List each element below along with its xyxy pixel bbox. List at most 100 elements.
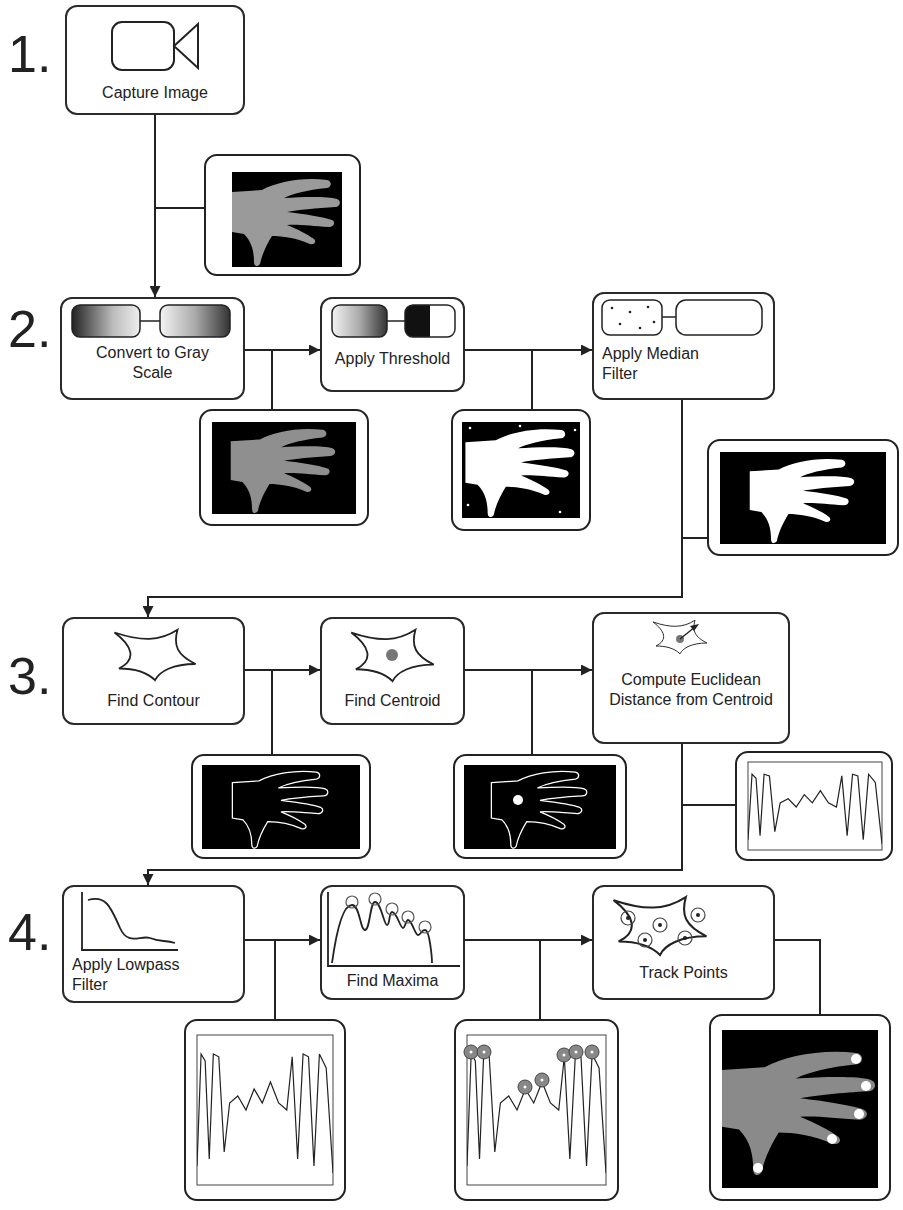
camera-icon	[174, 24, 198, 68]
thumbnail-contour	[202, 765, 360, 849]
thumbnail-maxima-plot	[575, 1051, 578, 1054]
step-label: Track Points	[594, 963, 773, 983]
centroid-icon	[351, 630, 434, 681]
thumbnail-tracked	[851, 1054, 861, 1064]
flow-arrow	[465, 939, 592, 941]
branch-line	[274, 940, 276, 1020]
contour-icon	[115, 630, 196, 680]
thumbnail-distance-plot	[736, 752, 892, 860]
flow-arrow	[148, 744, 682, 885]
grayscale-icon	[72, 305, 140, 337]
thumbnail-maxima-plot	[464, 1045, 599, 1094]
track-points-icon	[643, 938, 647, 942]
threshold-icon	[405, 305, 455, 337]
thumbnail-centroid	[454, 755, 626, 858]
threshold-icon	[387, 320, 405, 322]
thumbnail-median	[708, 440, 898, 555]
track-points-icon	[621, 908, 705, 947]
thumbnail-maxima-plot	[541, 1079, 544, 1082]
thumbnail-median	[750, 459, 854, 543]
track-points-icon	[614, 897, 707, 955]
median-filter-icon	[662, 316, 676, 318]
thumbnail-lowpass-plot	[197, 1054, 333, 1173]
step-label: Apply Median Filter	[602, 344, 727, 384]
track-points-icon	[658, 923, 662, 927]
maxima-icon	[328, 892, 460, 966]
thumbnail-grayscale	[200, 410, 368, 525]
track-points-icon	[638, 933, 652, 947]
step-number: 2.	[8, 303, 51, 355]
process-box: Apply Lowpass Filter	[62, 885, 245, 1003]
thumbnail-maxima-plot	[470, 1051, 473, 1054]
thumbnail-captured	[232, 172, 342, 267]
thumbnail-maxima-plot	[464, 1045, 478, 1059]
thumbnail-tracked	[710, 1015, 890, 1200]
thumbnail-grayscale	[212, 422, 356, 514]
centroid-icon	[351, 630, 434, 681]
thumbnail-lowpass-plot	[197, 1035, 333, 1185]
thumbnail-median	[720, 452, 886, 544]
step-label: Convert to Gray Scale	[95, 343, 210, 383]
thumbnail-threshold	[469, 427, 472, 430]
branch-line	[155, 208, 820, 1020]
process-box: Apply Threshold	[320, 297, 465, 392]
threshold-icon	[405, 305, 430, 337]
thumbnail-threshold	[519, 425, 522, 428]
process-box: Find Maxima	[320, 885, 465, 1000]
thumbnail-centroid	[513, 795, 523, 805]
thumbnail-maxima-plot	[591, 1051, 594, 1054]
branch-line	[682, 804, 736, 806]
process-box: Track Points	[592, 885, 775, 1000]
process-box: Compute Euclidean Distance from Centroid	[592, 612, 790, 744]
thumbnail-maxima-plot	[467, 1054, 606, 1173]
step-number: 3.	[8, 650, 51, 702]
thumbnail-tracked	[753, 1054, 871, 1173]
thumbnail-threshold	[574, 429, 577, 432]
process-box: Apply Median Filter	[592, 292, 775, 400]
grayscale-icon	[160, 305, 230, 337]
median-filter-icon	[647, 306, 650, 309]
thumbnail-median	[708, 440, 898, 555]
thumbnail-contour	[192, 755, 370, 858]
camera-icon	[112, 22, 174, 70]
flow-arrow	[148, 400, 682, 617]
distance-icon	[653, 620, 707, 654]
median-filter-icon	[629, 311, 632, 314]
thumbnail-maxima-plot	[455, 1020, 618, 1200]
step-label: Apply Threshold	[322, 349, 463, 369]
maxima-icon	[402, 911, 414, 923]
thumbnail-tracked	[710, 1015, 890, 1200]
track-points-icon	[614, 897, 707, 955]
track-points-icon	[678, 931, 692, 945]
branch-line	[155, 207, 205, 209]
thumbnail-centroid	[491, 771, 586, 848]
thumbnail-threshold	[465, 429, 574, 517]
maxima-icon	[346, 893, 431, 933]
thumbnail-threshold	[467, 504, 470, 507]
distance-icon	[690, 624, 699, 631]
median-filter-icon	[611, 306, 656, 330]
thumbnail-captured	[232, 179, 340, 266]
thumbnail-lowpass-plot	[185, 1020, 345, 1200]
step-number: 4.	[8, 906, 51, 958]
thumbnail-tracked	[854, 1109, 864, 1119]
process-box: Convert to Gray Scale	[60, 297, 245, 400]
thumbnail-captured	[205, 155, 360, 275]
thumbnail-threshold	[559, 511, 562, 514]
thumbnail-threshold	[452, 410, 590, 530]
thumbnail-lowpass-plot	[185, 1020, 345, 1200]
track-points-icon	[626, 913, 700, 942]
thumbnail-maxima-plot	[477, 1045, 491, 1059]
threshold-icon	[332, 305, 455, 337]
thumbnail-maxima-plot	[483, 1051, 486, 1054]
thumbnail-centroid	[464, 765, 616, 849]
branch-line	[775, 940, 820, 1015]
grayscale-icon	[140, 320, 160, 322]
thumbnail-tracked	[861, 1081, 871, 1091]
branch-line	[271, 350, 273, 410]
thumbnail-tracked	[722, 1030, 878, 1188]
step-label: Find Centroid	[322, 691, 463, 711]
